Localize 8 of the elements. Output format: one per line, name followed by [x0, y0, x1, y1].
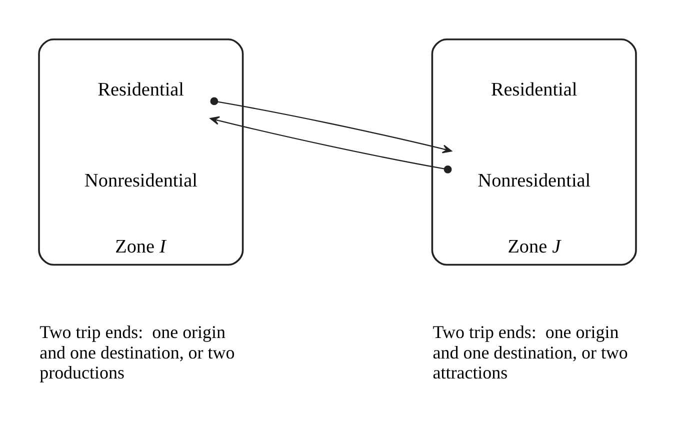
node-label: Two trip ends: one origin and one destination, or two attractions — [432, 321, 628, 382]
node-text: Residential — [490, 78, 578, 100]
arrow — [210, 96, 452, 153]
node-text: Residential — [98, 78, 184, 100]
node-text: Nonresidential — [478, 170, 591, 192]
node-text: Nonresidential — [84, 170, 198, 192]
node-label: Two trip ends: one origin and one destination, or two productions — [40, 321, 235, 382]
arrow — [210, 116, 452, 173]
